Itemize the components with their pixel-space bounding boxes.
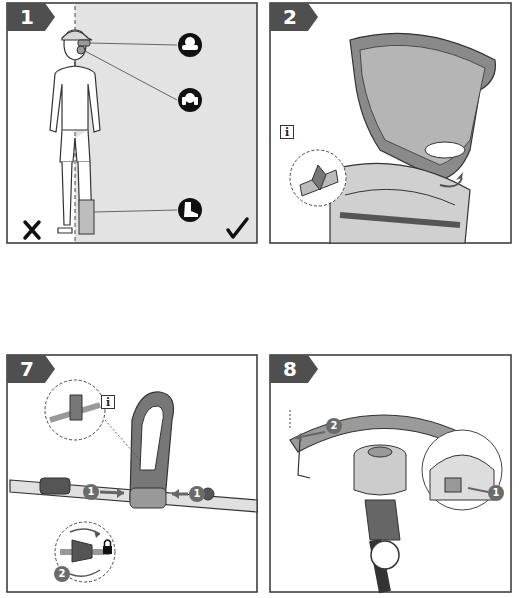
callout-number: 1 <box>488 485 504 501</box>
callout-text: 1 <box>194 489 201 499</box>
step-number-tab: 7 <box>7 355 55 383</box>
info-icon: i <box>280 125 294 139</box>
callout-text: 1 <box>493 488 500 498</box>
step-number-tab: 2 <box>270 3 318 31</box>
info-letter: i <box>106 397 110 408</box>
step-number: 7 <box>20 359 34 379</box>
step-number-tab: 8 <box>270 355 318 383</box>
callout-number: 2 <box>326 418 342 434</box>
step-number: 1 <box>20 7 34 27</box>
step-number: 2 <box>283 7 297 27</box>
step-number: 8 <box>283 359 297 379</box>
callout-number: 1 <box>83 484 99 500</box>
callout-number: 2 <box>54 566 70 582</box>
info-icon: i <box>101 395 115 409</box>
info-letter: i <box>285 127 289 138</box>
step-number-tab: 1 <box>7 3 55 31</box>
callout-number: 1 <box>189 486 205 502</box>
callout-text: 2 <box>59 569 66 579</box>
callout-text: 1 <box>88 487 95 497</box>
callout-text: 2 <box>331 421 338 431</box>
